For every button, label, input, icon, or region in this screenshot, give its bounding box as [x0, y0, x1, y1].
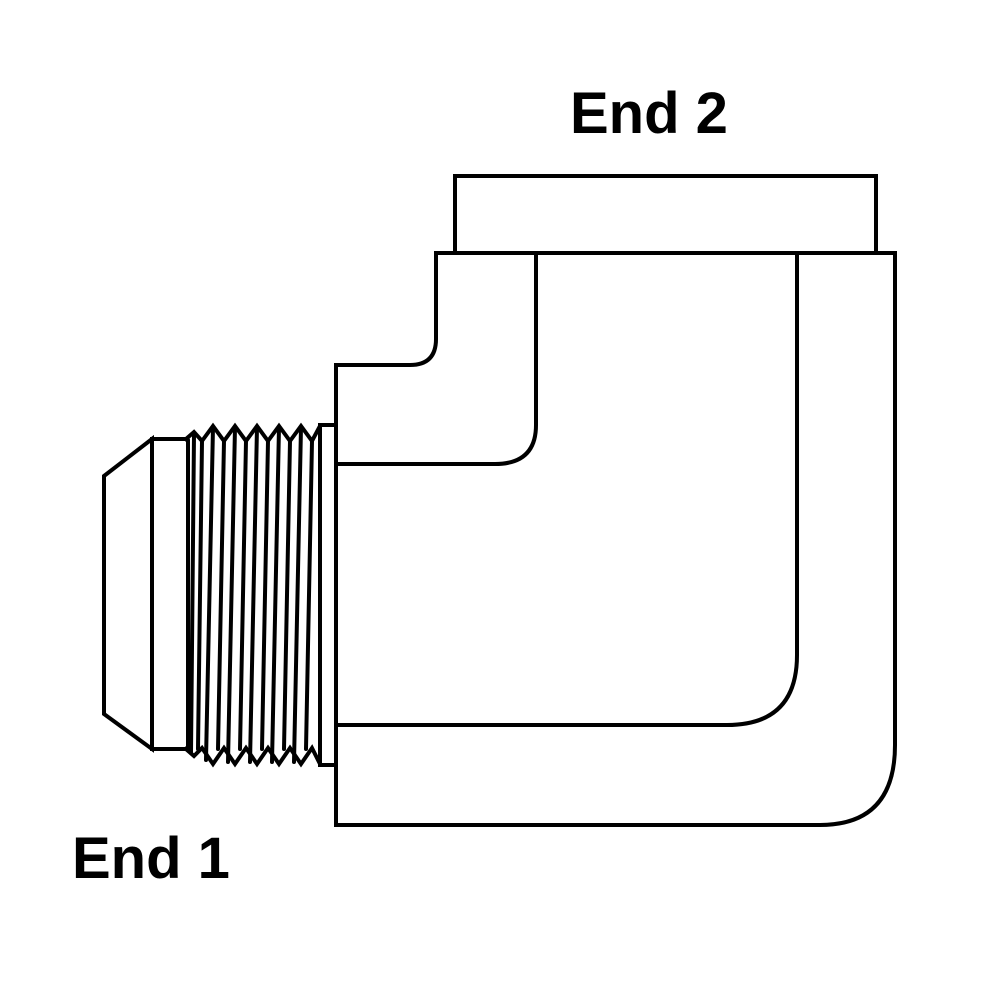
elbow-body [334, 251, 897, 827]
male-thread [183, 422, 323, 768]
flare-cone-end [102, 434, 188, 753]
end2-label: End 2 [570, 81, 728, 146]
hex-shoulder [318, 423, 338, 767]
female-port-cap [453, 174, 878, 255]
end1-label: End 1 [72, 826, 230, 891]
